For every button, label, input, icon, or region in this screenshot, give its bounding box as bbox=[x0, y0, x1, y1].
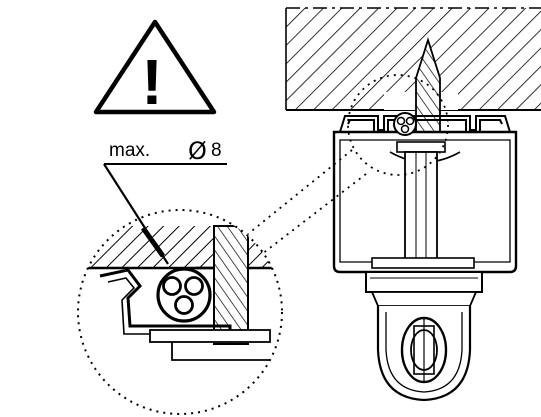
detail-view bbox=[77, 209, 283, 415]
dome-camera bbox=[365, 271, 483, 402]
warning-triangle-icon: ! bbox=[93, 19, 217, 118]
diameter-symbol: Ø bbox=[188, 137, 207, 165]
detail-circle-main bbox=[347, 74, 449, 176]
detail-circle-outline bbox=[77, 209, 283, 415]
cable-bundle bbox=[393, 112, 417, 136]
callout-diameter-value: 8 bbox=[211, 140, 222, 161]
mounting-bracket bbox=[339, 115, 511, 135]
warning-exclamation: ! bbox=[141, 46, 162, 118]
detail-connector-lines bbox=[247, 149, 367, 255]
callout-max-label: max. bbox=[109, 140, 150, 161]
ceiling-slab bbox=[285, 7, 541, 111]
camera-housing bbox=[332, 130, 518, 274]
